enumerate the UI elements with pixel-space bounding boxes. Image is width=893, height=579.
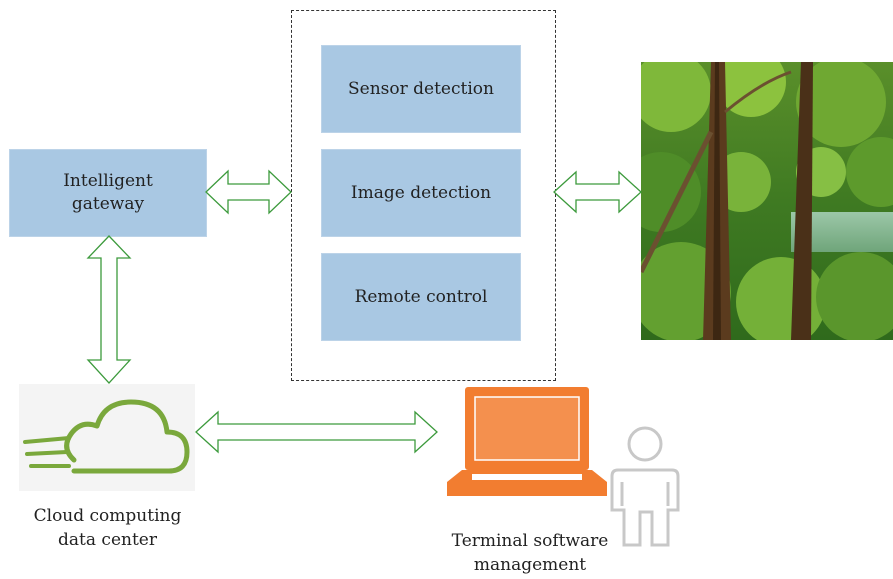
image-detection-box: Image detection [321, 149, 521, 237]
terminal-label-text: Terminal software management [451, 531, 609, 575]
cloud-terminal-arrow [195, 410, 438, 454]
sensor-detection-label: Sensor detection [348, 78, 494, 99]
detection-forest-arrow [553, 170, 642, 214]
sensor-detection-box: Sensor detection [321, 45, 521, 133]
detection-group [291, 10, 556, 381]
cloud-icon-container [19, 384, 195, 491]
intelligent-gateway-label: Intelligent gateway [63, 171, 153, 214]
cloud-label-text: Cloud computing data center [33, 506, 182, 550]
forest-photo [641, 62, 893, 340]
gateway-cloud-arrow [86, 235, 132, 384]
cloud-label: Cloud computing data center [20, 505, 195, 553]
gateway-detection-arrow [205, 169, 292, 215]
laptop-icon [447, 387, 607, 496]
person-icon [610, 426, 680, 547]
cloud-icon [23, 399, 190, 474]
remote-control-label: Remote control [354, 286, 488, 307]
intelligent-gateway-box: Intelligent gateway [9, 149, 207, 237]
terminal-label: Terminal software management [440, 530, 620, 578]
remote-control-box: Remote control [321, 253, 521, 341]
image-detection-label: Image detection [350, 182, 492, 203]
